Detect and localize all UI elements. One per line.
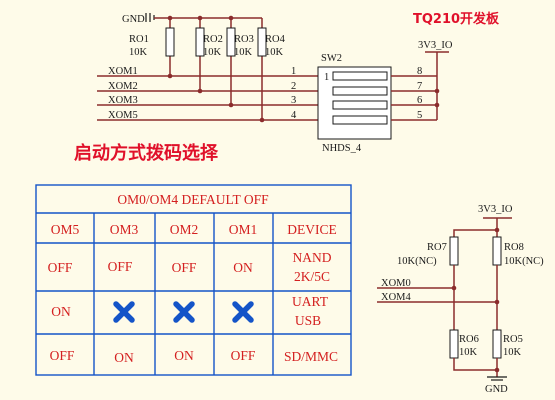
sw-pin-2: 2 bbox=[291, 81, 296, 92]
sw-pin-8: 8 bbox=[417, 66, 422, 77]
junction bbox=[494, 367, 500, 373]
vcc-label-left: 3V3_IO bbox=[418, 40, 453, 51]
col-om2: OM2 bbox=[170, 222, 199, 237]
ro-vertical-nets bbox=[453, 265, 498, 330]
cell-r1-om5: OFF bbox=[48, 260, 73, 275]
sw-pin-3: 3 bbox=[291, 95, 296, 106]
cell-r2-om5: ON bbox=[51, 304, 71, 319]
xom0-label: XOM0 bbox=[381, 278, 411, 289]
cell-r3-om5: OFF bbox=[50, 348, 75, 363]
cell-r3-om3: ON bbox=[114, 350, 134, 365]
ro7-value: 10K(NC) bbox=[397, 256, 437, 267]
device-nand: NAND bbox=[293, 250, 332, 265]
cross-mark-om1 bbox=[232, 301, 254, 323]
ro4-resistor bbox=[257, 27, 267, 57]
cell-r3-om2: ON bbox=[174, 348, 194, 363]
sw-pin-5: 5 bbox=[417, 110, 422, 121]
sw-pin-4: 4 bbox=[291, 110, 297, 121]
sw-pin1-marker: 1 bbox=[324, 72, 329, 83]
junction bbox=[494, 299, 500, 305]
sw2-part: NHDS_4 bbox=[322, 143, 362, 154]
ro3-ref: RO3 bbox=[234, 34, 254, 45]
col-om1: OM1 bbox=[229, 222, 258, 237]
junction bbox=[494, 227, 500, 233]
gnd-symbol-top bbox=[145, 13, 155, 22]
gnd-net-bottom bbox=[453, 358, 498, 371]
ro5-resistor bbox=[492, 329, 502, 359]
device-nand-detail: 2K/5C bbox=[294, 269, 330, 284]
ro5-value: 10K bbox=[503, 347, 522, 358]
col-device: DEVICE bbox=[287, 222, 337, 237]
junction bbox=[259, 117, 265, 123]
cell-r3-om1: OFF bbox=[231, 348, 256, 363]
ro7-ref: RO7 bbox=[427, 242, 447, 253]
sw-pin-7: 7 bbox=[417, 81, 422, 92]
junction bbox=[434, 102, 440, 108]
sw-right-nets bbox=[391, 75, 437, 121]
cell-r1-om3: OFF bbox=[108, 259, 133, 274]
ro8-value: 10K(NC) bbox=[504, 256, 544, 267]
boot-select-caption: 启动方式拨码选择 bbox=[74, 142, 219, 164]
ro5-ref: RO5 bbox=[503, 334, 523, 345]
junction bbox=[434, 88, 440, 94]
dip-slot-2 bbox=[332, 86, 388, 96]
col-om5: OM5 bbox=[51, 222, 80, 237]
ro2-resistor bbox=[195, 27, 205, 57]
dip-slot-1 bbox=[332, 71, 388, 81]
ro2-value: 10K bbox=[203, 47, 222, 58]
junction bbox=[451, 285, 457, 291]
ro6-resistor bbox=[449, 329, 459, 359]
ro4-value: 10K bbox=[265, 47, 284, 58]
board-title: TQ210开发板 bbox=[413, 11, 500, 27]
device-usb: USB bbox=[295, 313, 321, 328]
dip-slot-3 bbox=[332, 100, 388, 110]
gnd-label-top: GND bbox=[122, 14, 145, 25]
device-uart: UART bbox=[292, 294, 329, 309]
vcc-split bbox=[453, 218, 498, 237]
xom2-label: XOM2 bbox=[108, 81, 138, 92]
gnd-label-bottom: GND bbox=[485, 384, 508, 395]
cross-mark-om2 bbox=[173, 301, 195, 323]
ro3-value: 10K bbox=[234, 47, 253, 58]
sw-pin-1: 1 bbox=[291, 66, 296, 77]
xom4-label: XOM4 bbox=[381, 292, 412, 303]
junction bbox=[228, 102, 234, 108]
xom5-label: XOM5 bbox=[108, 110, 138, 121]
ro2-ref: RO2 bbox=[203, 34, 223, 45]
gnd-symbol-bottom bbox=[487, 376, 507, 381]
cross-mark-om3 bbox=[113, 301, 135, 323]
device-sdmmc: SD/MMC bbox=[284, 349, 338, 364]
ro8-resistor bbox=[492, 236, 502, 266]
boot-mode-table bbox=[35, 184, 352, 376]
col-om3: OM3 bbox=[110, 222, 139, 237]
ro8-ref: RO8 bbox=[504, 242, 524, 253]
ro7-resistor bbox=[449, 236, 459, 266]
sw2-ref: SW2 bbox=[321, 53, 342, 64]
ro4-ref: RO4 bbox=[265, 34, 286, 45]
xom3-label: XOM3 bbox=[108, 95, 138, 106]
junction bbox=[197, 88, 203, 94]
dip-slot-4 bbox=[332, 115, 388, 125]
xom1-label: XOM1 bbox=[108, 66, 138, 77]
ro6-value: 10K bbox=[459, 347, 478, 358]
junction bbox=[167, 73, 173, 79]
cell-r1-om1: ON bbox=[233, 260, 253, 275]
sw-pin-6: 6 bbox=[417, 95, 422, 106]
ro6-ref: RO6 bbox=[459, 334, 479, 345]
cell-r1-om2: OFF bbox=[172, 260, 197, 275]
table-header: OM0/OM4 DEFAULT OFF bbox=[117, 192, 269, 207]
ro3-resistor bbox=[226, 27, 236, 57]
ro1-ref: RO1 bbox=[129, 34, 149, 45]
ro1-value: 10K bbox=[129, 47, 148, 58]
ro1-resistor bbox=[165, 27, 175, 57]
vcc-label-right: 3V3_IO bbox=[478, 204, 513, 215]
